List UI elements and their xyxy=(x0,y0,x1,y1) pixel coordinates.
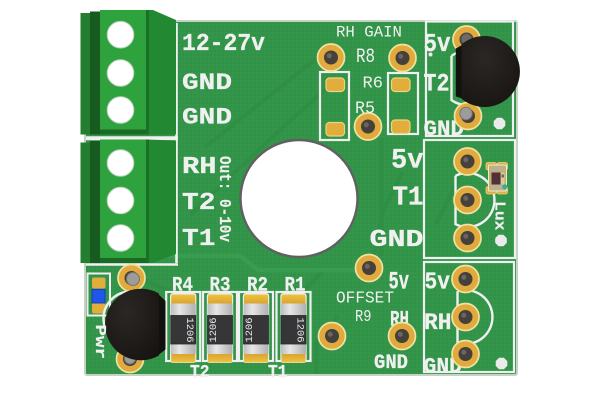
svg-text:GND: GND xyxy=(424,116,465,142)
svg-text:R2: R2 xyxy=(247,275,268,298)
svg-text:T2: T2 xyxy=(190,363,210,383)
svg-text:R4: R4 xyxy=(172,275,193,298)
svg-text:12-27v: 12-27v xyxy=(182,31,265,58)
svg-text:5v: 5v xyxy=(424,30,451,59)
svg-text:R6: R6 xyxy=(363,74,384,93)
svg-text:T1: T1 xyxy=(268,363,288,383)
svg-text:1206: 1206 xyxy=(294,318,306,343)
svg-text:OFFSET: OFFSET xyxy=(336,290,394,309)
svg-text:GND: GND xyxy=(374,352,408,375)
svg-text:R5: R5 xyxy=(355,99,375,119)
svg-text:RH: RH xyxy=(424,310,452,336)
svg-text:T1: T1 xyxy=(393,184,424,214)
svg-text:Out: 0-10v: Out: 0-10v xyxy=(214,156,233,242)
svg-text:Pwr: Pwr xyxy=(91,325,108,360)
svg-text:RH: RH xyxy=(182,154,217,181)
svg-text:1206: 1206 xyxy=(208,318,220,343)
svg-text:1206: 1206 xyxy=(244,318,256,343)
svg-text:T2: T2 xyxy=(182,190,216,217)
svg-text:R9: R9 xyxy=(355,308,372,327)
svg-text:R3: R3 xyxy=(210,275,231,298)
svg-text:R8: R8 xyxy=(356,46,375,69)
svg-text:1206: 1206 xyxy=(183,318,195,343)
svg-text:Lux: Lux xyxy=(491,201,508,231)
svg-text:R1: R1 xyxy=(285,275,306,298)
svg-text:5v: 5v xyxy=(389,268,410,297)
svg-text:GND: GND xyxy=(182,105,232,131)
svg-text:RH GAIN: RH GAIN xyxy=(336,24,402,42)
svg-text:T1: T1 xyxy=(182,226,216,253)
svg-text:T2: T2 xyxy=(424,70,450,99)
svg-text:GND: GND xyxy=(182,70,232,96)
svg-text:GND: GND xyxy=(370,227,424,254)
svg-text:5v: 5v xyxy=(391,146,424,177)
svg-text:5v: 5v xyxy=(425,270,451,297)
